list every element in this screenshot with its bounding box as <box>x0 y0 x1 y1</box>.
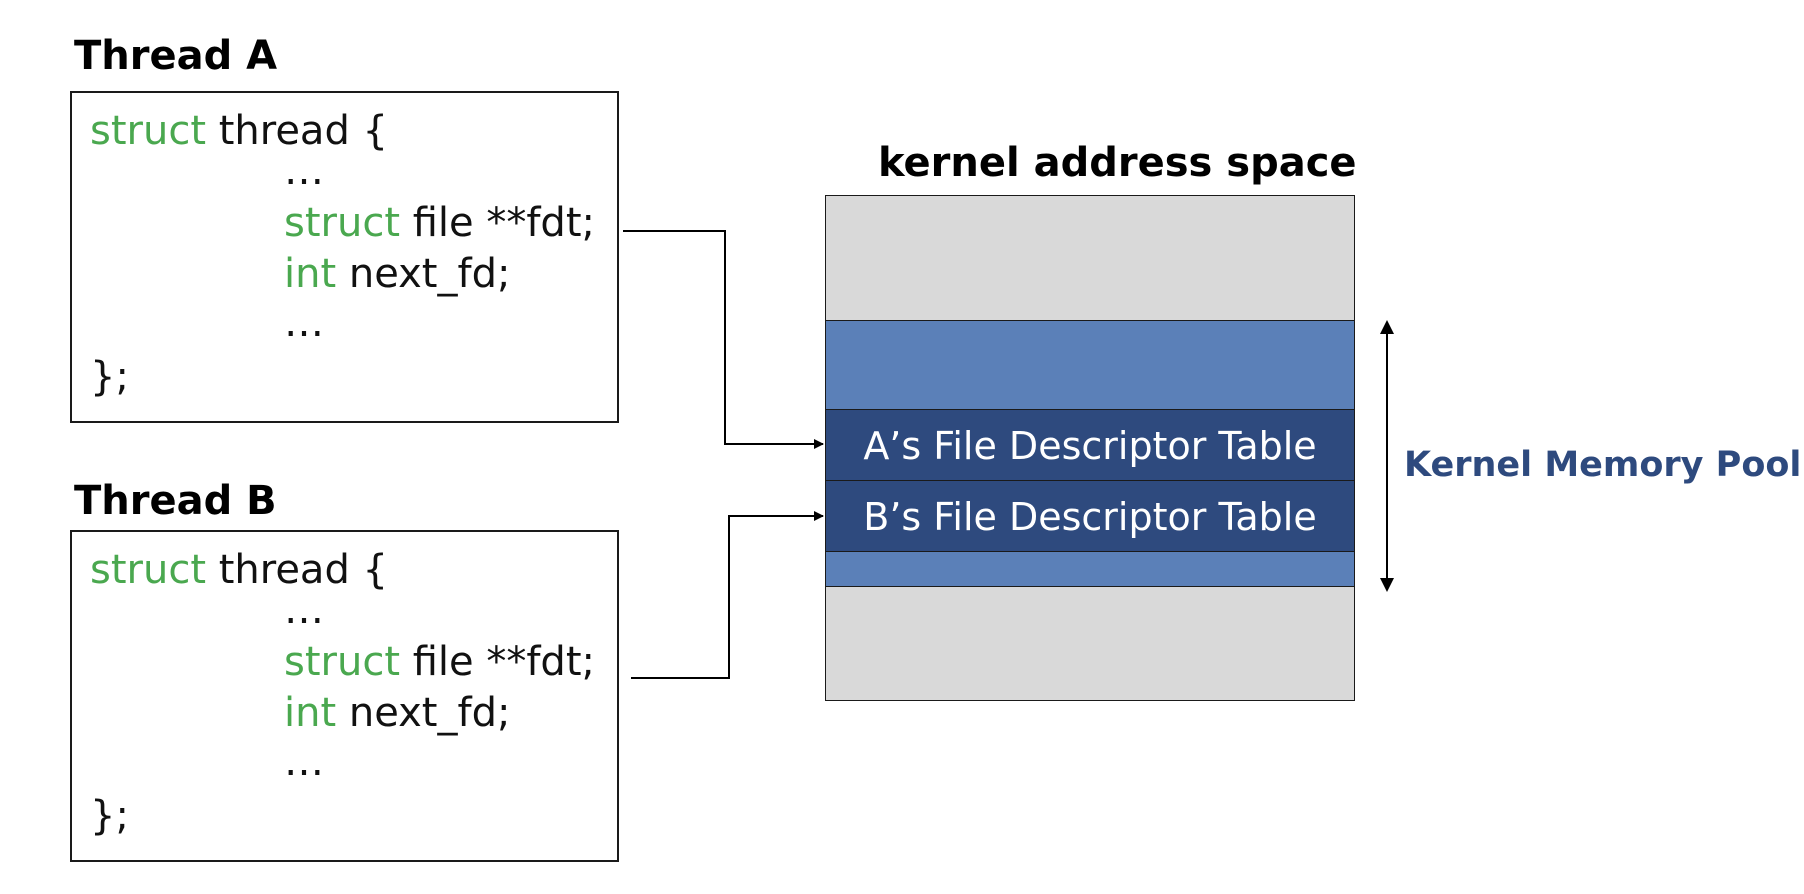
thread-a-code-box: struct thread { … struct file **fdt; int… <box>70 91 619 423</box>
ellipsis: … <box>284 148 324 194</box>
thread-b-line-fdt: struct file **fdt; <box>284 642 595 682</box>
memory-pool-region-top <box>825 320 1355 410</box>
keyword-struct: struct <box>90 108 206 154</box>
kernel-address-space-title: kernel address space <box>878 140 1357 186</box>
thread-a-line-struct-thread: struct thread { <box>90 111 388 151</box>
code-text: thread { <box>206 547 388 593</box>
code-text: next_fd; <box>336 690 511 736</box>
thread-b-title: Thread B <box>74 478 277 524</box>
kernel-region-top <box>825 195 1355 321</box>
keyword-struct: struct <box>284 639 400 685</box>
thread-b-line-next-fd: int next_fd; <box>284 693 510 733</box>
code-text: file **fdt; <box>400 200 595 246</box>
closing-brace: }; <box>90 793 129 839</box>
thread-b-code-box: struct thread { … struct file **fdt; int… <box>70 530 619 862</box>
ellipsis: … <box>284 739 324 785</box>
thread-b-fdt-pointer-arrow <box>631 511 824 679</box>
code-text: thread { <box>206 108 388 154</box>
closing-brace: }; <box>90 354 129 400</box>
thread-a-line-ellipsis-1: … <box>284 151 324 191</box>
ellipsis: … <box>284 300 324 346</box>
thread-b-line-struct-thread: struct thread { <box>90 550 388 590</box>
thread-a-line-ellipsis-2: … <box>284 303 324 343</box>
b-file-descriptor-table-label: B’s File Descriptor Table <box>863 495 1317 539</box>
memory-pool-region-bottom <box>825 551 1355 587</box>
keyword-int: int <box>284 690 337 736</box>
code-text: file **fdt; <box>400 639 595 685</box>
a-file-descriptor-table-label: A’s File Descriptor Table <box>863 424 1317 468</box>
thread-a-line-next-fd: int next_fd; <box>284 254 510 294</box>
thread-b-line-ellipsis-2: … <box>284 742 324 782</box>
thread-a-title: Thread A <box>74 33 278 79</box>
keyword-struct: struct <box>284 200 400 246</box>
memory-pool-span-arrow-bottom <box>1380 578 1394 592</box>
thread-b-line-close: }; <box>90 796 129 836</box>
thread-a-line-fdt: struct file **fdt; <box>284 203 595 243</box>
b-file-descriptor-table: B’s File Descriptor Table <box>825 480 1355 552</box>
kernel-memory-pool-label: Kernel Memory Pool <box>1404 445 1802 485</box>
kernel-region-bottom <box>825 586 1355 701</box>
thread-a-line-close: }; <box>90 357 129 397</box>
code-text: next_fd; <box>336 251 511 297</box>
keyword-struct: struct <box>90 547 206 593</box>
keyword-int: int <box>284 251 337 297</box>
ellipsis: … <box>284 587 324 633</box>
memory-pool-span-arrow-top <box>1380 320 1394 334</box>
kernel-address-space: A’s File Descriptor Table B’s File Descr… <box>825 195 1355 701</box>
thread-a-fdt-pointer-arrow <box>623 230 824 449</box>
thread-b-line-ellipsis-1: … <box>284 590 324 630</box>
